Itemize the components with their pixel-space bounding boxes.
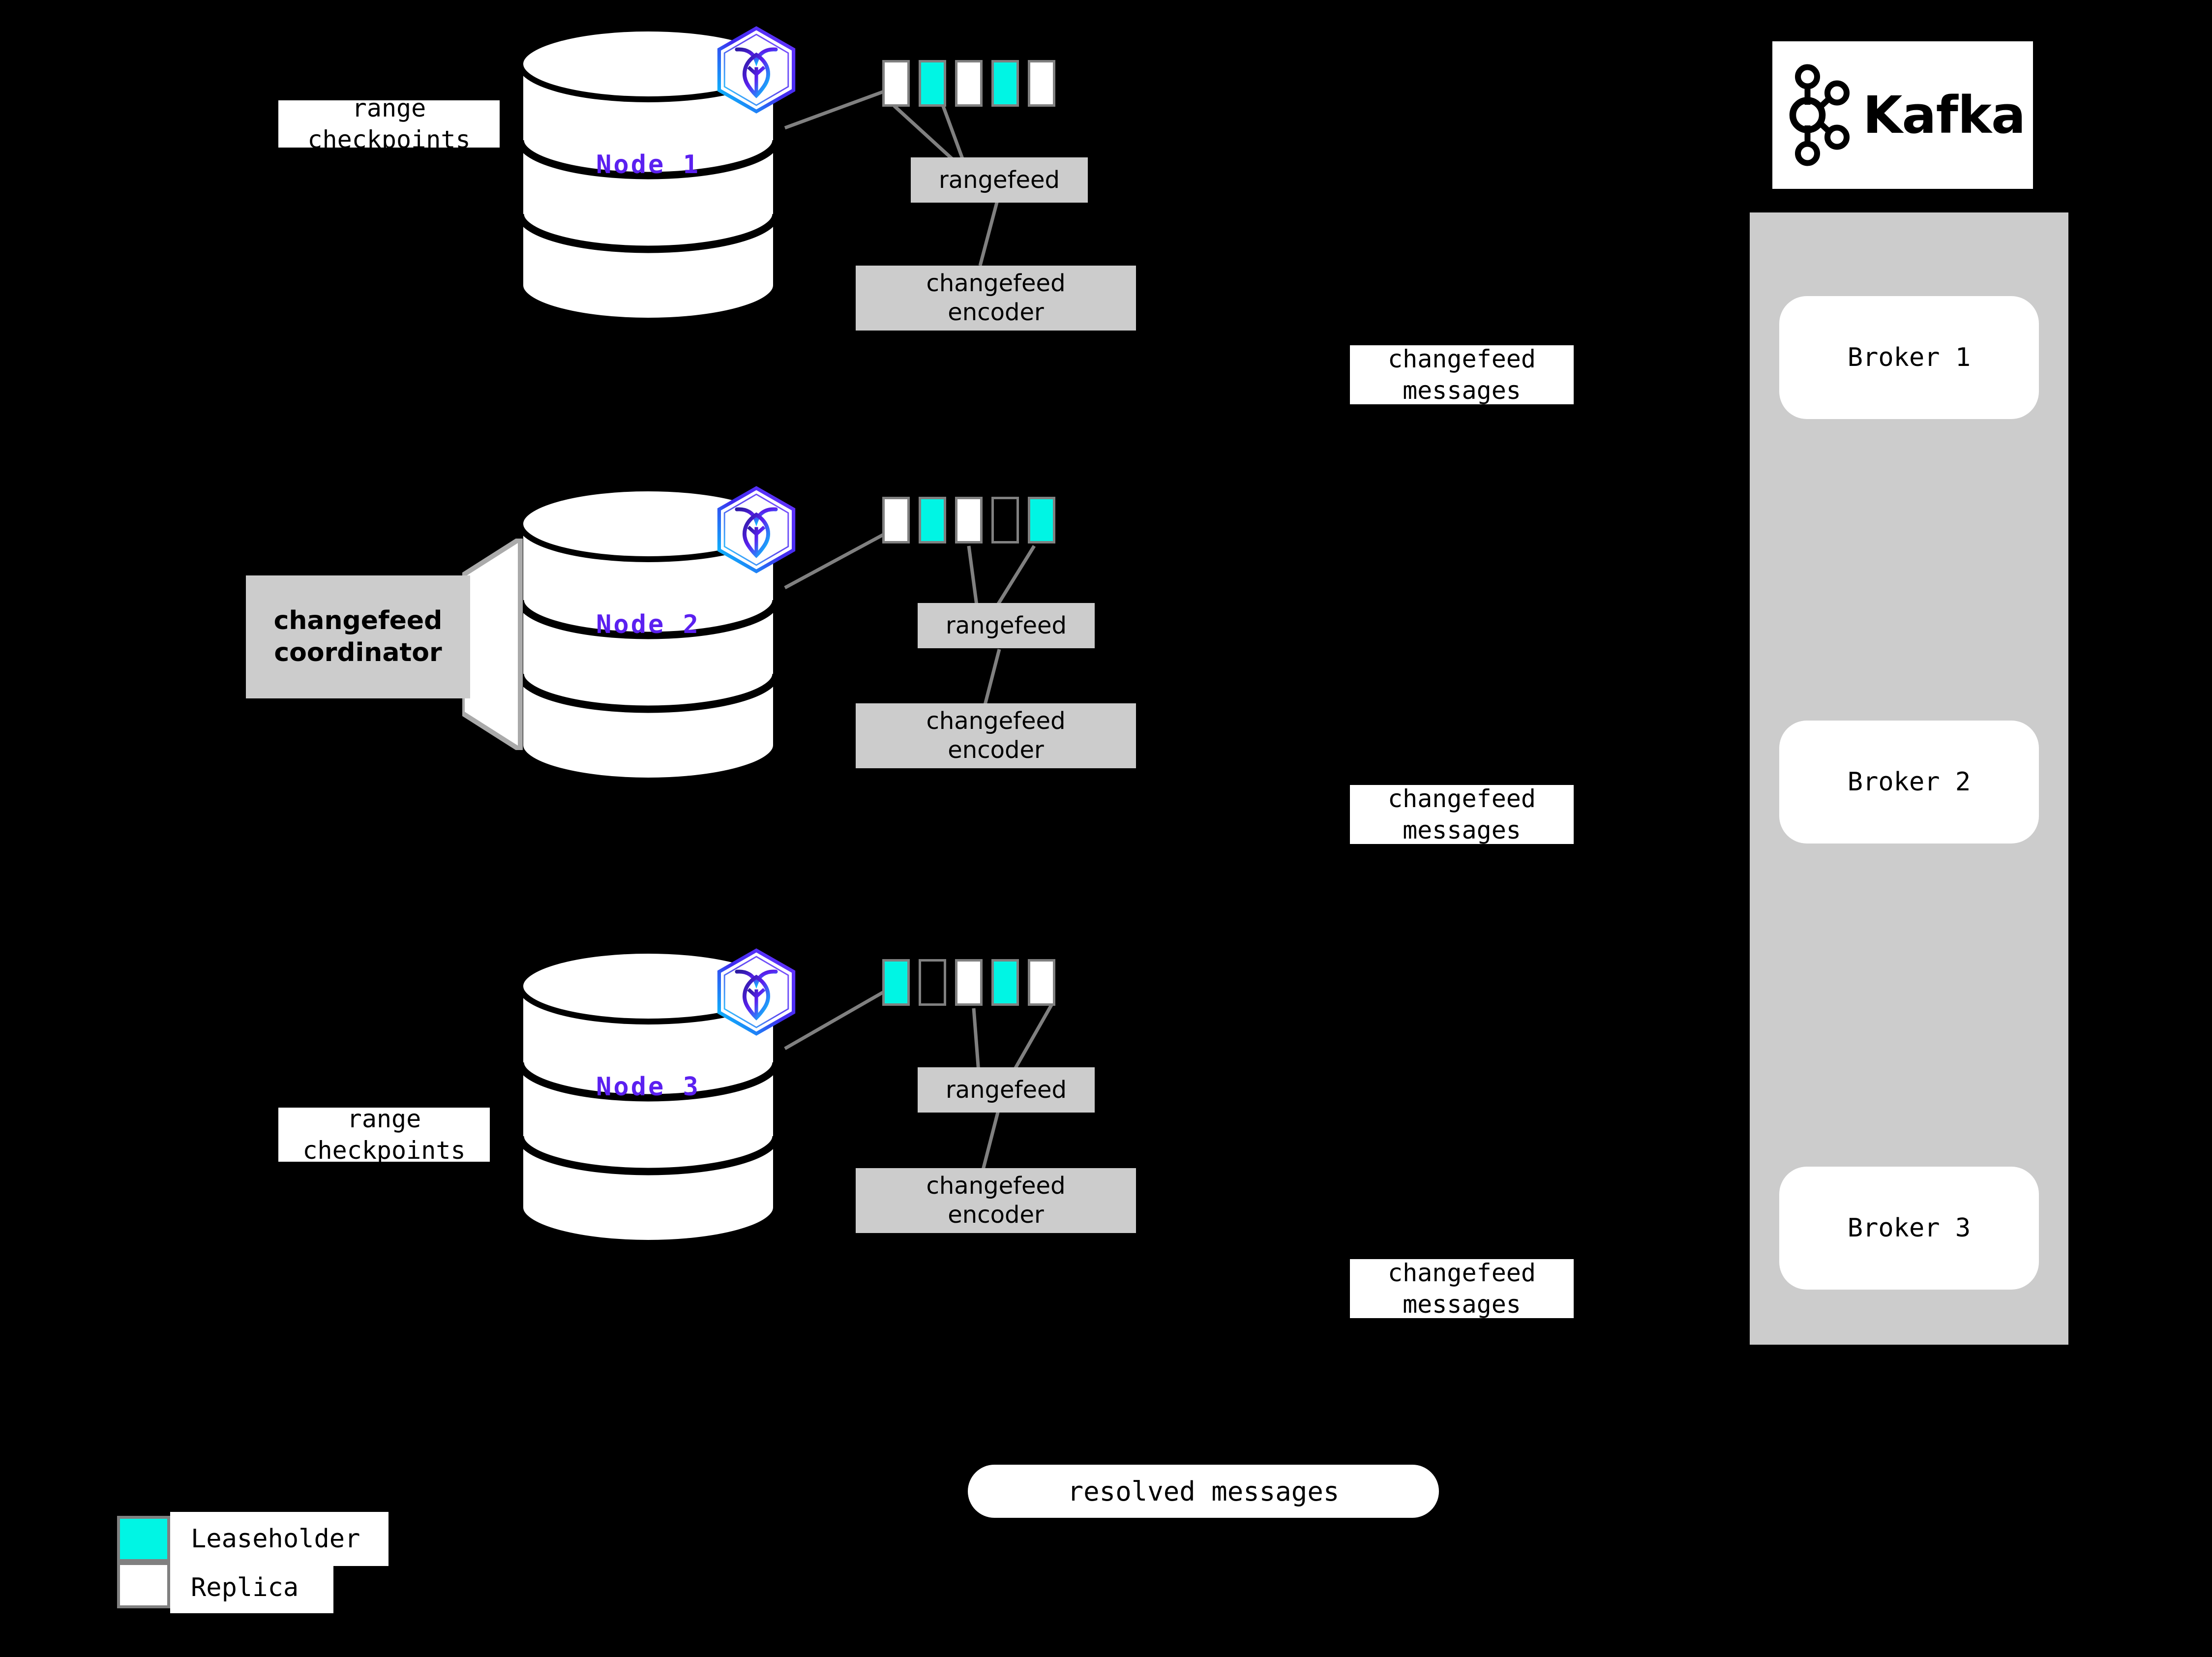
resolved-messages-label: resolved messages [1067, 1476, 1340, 1507]
cockroachdb-hexagon-icon [712, 948, 801, 1036]
changefeed-messages-line1: changefeed [1387, 1259, 1536, 1287]
cockroachdb-hexagon-icon [712, 485, 801, 574]
replica-square[interactable] [955, 959, 983, 1006]
leaseholder-square[interactable] [882, 959, 910, 1006]
changefeed-coordinator-box[interactable]: changefeed coordinator [246, 575, 470, 698]
kafka-broker-panel: Broker 1 Broker 2 Broker 3 [1750, 212, 2068, 1345]
node-1-rangefeed-box[interactable]: rangefeed [911, 157, 1088, 203]
node-3-label: Node 3 [596, 1072, 700, 1102]
node-1-changefeed-encoder-box[interactable]: changefeed encoder [856, 266, 1136, 331]
replica-square[interactable] [882, 60, 910, 107]
legend-swatch-leaseholder [117, 1516, 170, 1562]
legend: Leaseholder Replica [117, 1512, 422, 1624]
replica-square[interactable] [955, 60, 983, 107]
encoder-label-line1: changefeed [926, 1172, 1066, 1200]
broker-3-box[interactable]: Broker 3 [1779, 1167, 2039, 1290]
node-3-changefeed-encoder-box[interactable]: changefeed encoder [856, 1168, 1136, 1233]
kafka-logo-icon [1789, 64, 1850, 166]
node-1-label: Node 1 [596, 150, 700, 180]
node-2-replica-row [882, 497, 1064, 543]
legend-label-replica: Replica [170, 1562, 333, 1613]
encoder-label-line1: changefeed [926, 707, 1066, 735]
encoder-label-line2: encoder [948, 299, 1044, 326]
replica-square-empty[interactable] [919, 959, 946, 1006]
changefeed-messages-label-2: changefeed messages [1350, 785, 1574, 844]
coordinator-line1: changefeed [273, 606, 443, 635]
changefeed-messages-line1: changefeed [1387, 785, 1536, 813]
changefeed-messages-line2: messages [1403, 376, 1521, 404]
cockroachdb-hexagon-icon [712, 26, 801, 114]
replica-square-empty[interactable] [991, 497, 1019, 543]
node-2-changefeed-encoder-box[interactable]: changefeed encoder [856, 703, 1136, 768]
range-checkpoints-line1: range [352, 100, 426, 122]
changefeed-messages-label-1: changefeed messages [1350, 345, 1574, 404]
broker-label: Broker 2 [1847, 767, 1971, 797]
node-3-range-checkpoints-label: range checkpoints [278, 1108, 490, 1162]
node-2-cylinder: Node 2 [515, 484, 781, 784]
node-1-cylinder: Node 1 [515, 25, 781, 325]
node-3-rangefeed-box[interactable]: rangefeed [918, 1067, 1095, 1113]
node-1-replica-row [882, 60, 1064, 107]
node-1-range-checkpoints-label: range checkpoints [278, 100, 500, 148]
replica-square[interactable] [882, 497, 910, 543]
leaseholder-square[interactable] [919, 497, 946, 543]
replica-square[interactable] [1028, 959, 1055, 1006]
kafka-wordmark: Kafka [1862, 85, 2026, 145]
changefeed-messages-line1: changefeed [1387, 345, 1536, 373]
rangefeed-label: rangefeed [946, 611, 1067, 639]
node3-connectors [784, 989, 1054, 1172]
node-3-replica-row [882, 959, 1064, 1006]
legend-label-leaseholder: Leaseholder [170, 1512, 389, 1566]
range-checkpoints-line2: checkpoints [302, 1136, 466, 1162]
broker-label: Broker 1 [1847, 343, 1971, 372]
changefeed-messages-line2: messages [1403, 816, 1521, 844]
encoder-label-line2: encoder [948, 1201, 1044, 1229]
encoder-label-line1: changefeed [926, 270, 1066, 298]
range-checkpoints-line2: checkpoints [307, 125, 471, 148]
encoder-label-line2: encoder [948, 736, 1044, 764]
replica-square[interactable] [955, 497, 983, 543]
node-2-rangefeed-box[interactable]: rangefeed [918, 603, 1095, 648]
replica-square[interactable] [1028, 60, 1055, 107]
changefeed-messages-label-3: changefeed messages [1350, 1259, 1574, 1318]
leaseholder-square[interactable] [1028, 497, 1055, 543]
coordinator-line2: coordinator [274, 638, 442, 667]
changefeed-messages-line2: messages [1403, 1290, 1521, 1318]
broker-1-box[interactable]: Broker 1 [1779, 296, 2039, 419]
leaseholder-square[interactable] [991, 60, 1019, 107]
changefeed-coordinator-pointer [462, 539, 523, 750]
legend-swatch-replica [117, 1562, 170, 1608]
range-checkpoints-line1: range [347, 1108, 421, 1133]
rangefeed-label: rangefeed [939, 166, 1060, 194]
rangefeed-label: rangefeed [946, 1076, 1067, 1104]
broker-label: Broker 3 [1847, 1213, 1971, 1243]
leaseholder-square[interactable] [991, 959, 1019, 1006]
kafka-logo-box: Kafka [1772, 41, 2033, 189]
node-2-label: Node 2 [596, 610, 700, 639]
resolved-messages-pill[interactable]: resolved messages [968, 1465, 1439, 1518]
leaseholder-square[interactable] [919, 60, 946, 107]
broker-2-box[interactable]: Broker 2 [1779, 721, 2039, 844]
